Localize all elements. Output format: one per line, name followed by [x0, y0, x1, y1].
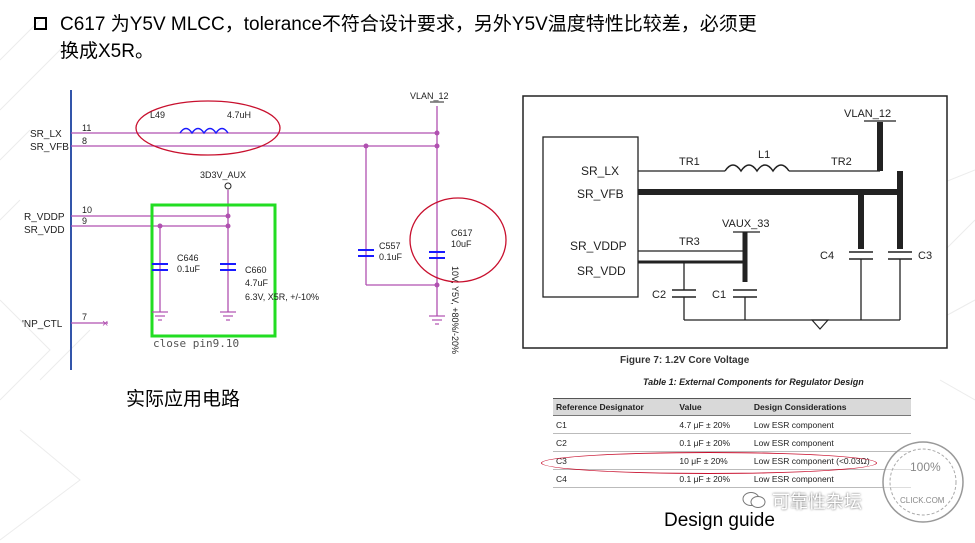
guide-net-tr1: TR1 — [679, 156, 700, 168]
guide-cap-c2: C2 — [652, 289, 666, 301]
col-considerations: Design Considerations — [750, 398, 911, 416]
cell-value: 4.7 μF ± 20% — [676, 415, 751, 434]
guide-cap-c1: C1 — [712, 289, 726, 301]
pin-num-9: 9 — [82, 216, 87, 226]
cell-ref: C2 — [553, 433, 677, 452]
guide-pin-sr-lx: SR_LX — [581, 164, 619, 178]
cap-c660-value: 4.7uF — [245, 278, 269, 288]
right-diagram: SR_LX SR_VFB SR_VDDP SR_VDD — [522, 95, 948, 349]
figure-title: Figure 7: 1.2V Core Voltage — [620, 355, 750, 366]
cell-ref: C1 — [553, 415, 677, 434]
guide-rail-vaux33: VAUX_33 — [722, 218, 770, 230]
c3-highlight-oval — [541, 452, 877, 474]
watermark-text: 可靠性杂坛 — [772, 492, 862, 513]
guide-pin-sr-vfb: SR_VFB — [577, 187, 624, 201]
guide-inductor-l1: L1 — [758, 149, 770, 161]
cap-c617-note: 10V, Y5V, +80%/-20% — [450, 266, 460, 354]
cap-c646-value: 0.1uF — [177, 264, 201, 274]
guide-pin-sr-vddp: SR_VDDP — [570, 239, 627, 253]
cell-ref: C4 — [553, 469, 677, 488]
heading-text: C617 为Y5V MLCC，tolerance不符合设计要求，另外Y5V温度特… — [60, 11, 920, 65]
col-value: Value — [676, 398, 751, 416]
pin-num-10: 10 — [82, 205, 92, 215]
pin-label-np-ctl: 'NP_CTL — [22, 319, 63, 330]
table-title: Table 1: External Components for Regulat… — [643, 377, 864, 387]
guide-cap-c3: C3 — [918, 250, 932, 262]
heading-line-1: C617 为Y5V MLCC，tolerance不符合设计要求，另外Y5V温度特… — [60, 14, 757, 35]
pin-num-11: 11 — [82, 123, 91, 133]
pin-num-8: 8 — [82, 136, 87, 146]
rail-3d3v-aux: 3D3V_AUX — [200, 170, 246, 180]
guide-net-tr2: TR2 — [831, 156, 852, 168]
cap-c660-note: 6.3V, X5R, +/-10% — [245, 292, 319, 302]
caption-real-circuit: 实际应用电路 — [126, 388, 241, 410]
table-row: C4 0.1 μF ± 20% Low ESR component — [553, 469, 911, 488]
cap-c660-ref: C660 — [245, 265, 267, 275]
table-row: C1 4.7 μF ± 20% Low ESR component — [553, 415, 911, 434]
inductor-value: 4.7uH — [227, 110, 251, 120]
cap-c617-value: 10uF — [451, 239, 472, 249]
svg-text:×: × — [102, 318, 108, 330]
close-note: close pin9.10 — [153, 337, 239, 350]
bullet-icon — [34, 17, 47, 30]
table-header-row: Reference Designator Value Design Consid… — [553, 398, 911, 416]
cell-note: Low ESR component — [750, 415, 911, 434]
inductor-ref: L49 — [150, 110, 165, 120]
cap-c646-ref: C646 — [177, 253, 199, 263]
pin-label-sr-vdd: SR_VDD — [24, 225, 65, 236]
cell-note: Low ESR component — [750, 433, 911, 452]
cap-c617-ref: C617 — [451, 228, 473, 238]
external-components-table: Reference Designator Value Design Consid… — [553, 398, 911, 488]
c617-highlight-oval — [409, 197, 507, 283]
pin-num-7: 7 — [82, 312, 87, 322]
pin-label-sr-lx: SR_LX — [30, 129, 62, 140]
col-reference: Reference Designator — [553, 398, 677, 416]
cell-note: Low ESR component — [750, 469, 911, 488]
guide-rail-vlan12: VLAN_12 — [844, 108, 891, 120]
caption-design-guide: Design guide — [664, 510, 775, 531]
guide-cap-c4: C4 — [820, 250, 834, 262]
cap-c557-ref: C557 — [379, 241, 401, 251]
cell-value: 0.1 μF ± 20% — [676, 433, 751, 452]
pin-label-r-vddp: R_VDDP — [24, 212, 65, 223]
stamp-sub: CLICK.COM — [900, 496, 945, 505]
rail-vlan12: VLAN_12 — [410, 91, 449, 101]
guide-pin-sr-vdd: SR_VDD — [577, 264, 626, 278]
cap-c557-value: 0.1uF — [379, 252, 403, 262]
wechat-icon — [742, 492, 766, 508]
watermark-stamp: 100% CLICK.COM — [882, 441, 964, 523]
table-row: C2 0.1 μF ± 20% Low ESR component — [553, 433, 911, 452]
heading-line-2: 换成X5R。 — [60, 41, 154, 62]
guide-net-tr3: TR3 — [679, 236, 700, 248]
stamp-percent: 100% — [910, 460, 941, 474]
pin-label-sr-vfb: SR_VFB — [30, 142, 69, 153]
cell-value: 0.1 μF ± 20% — [676, 469, 751, 488]
